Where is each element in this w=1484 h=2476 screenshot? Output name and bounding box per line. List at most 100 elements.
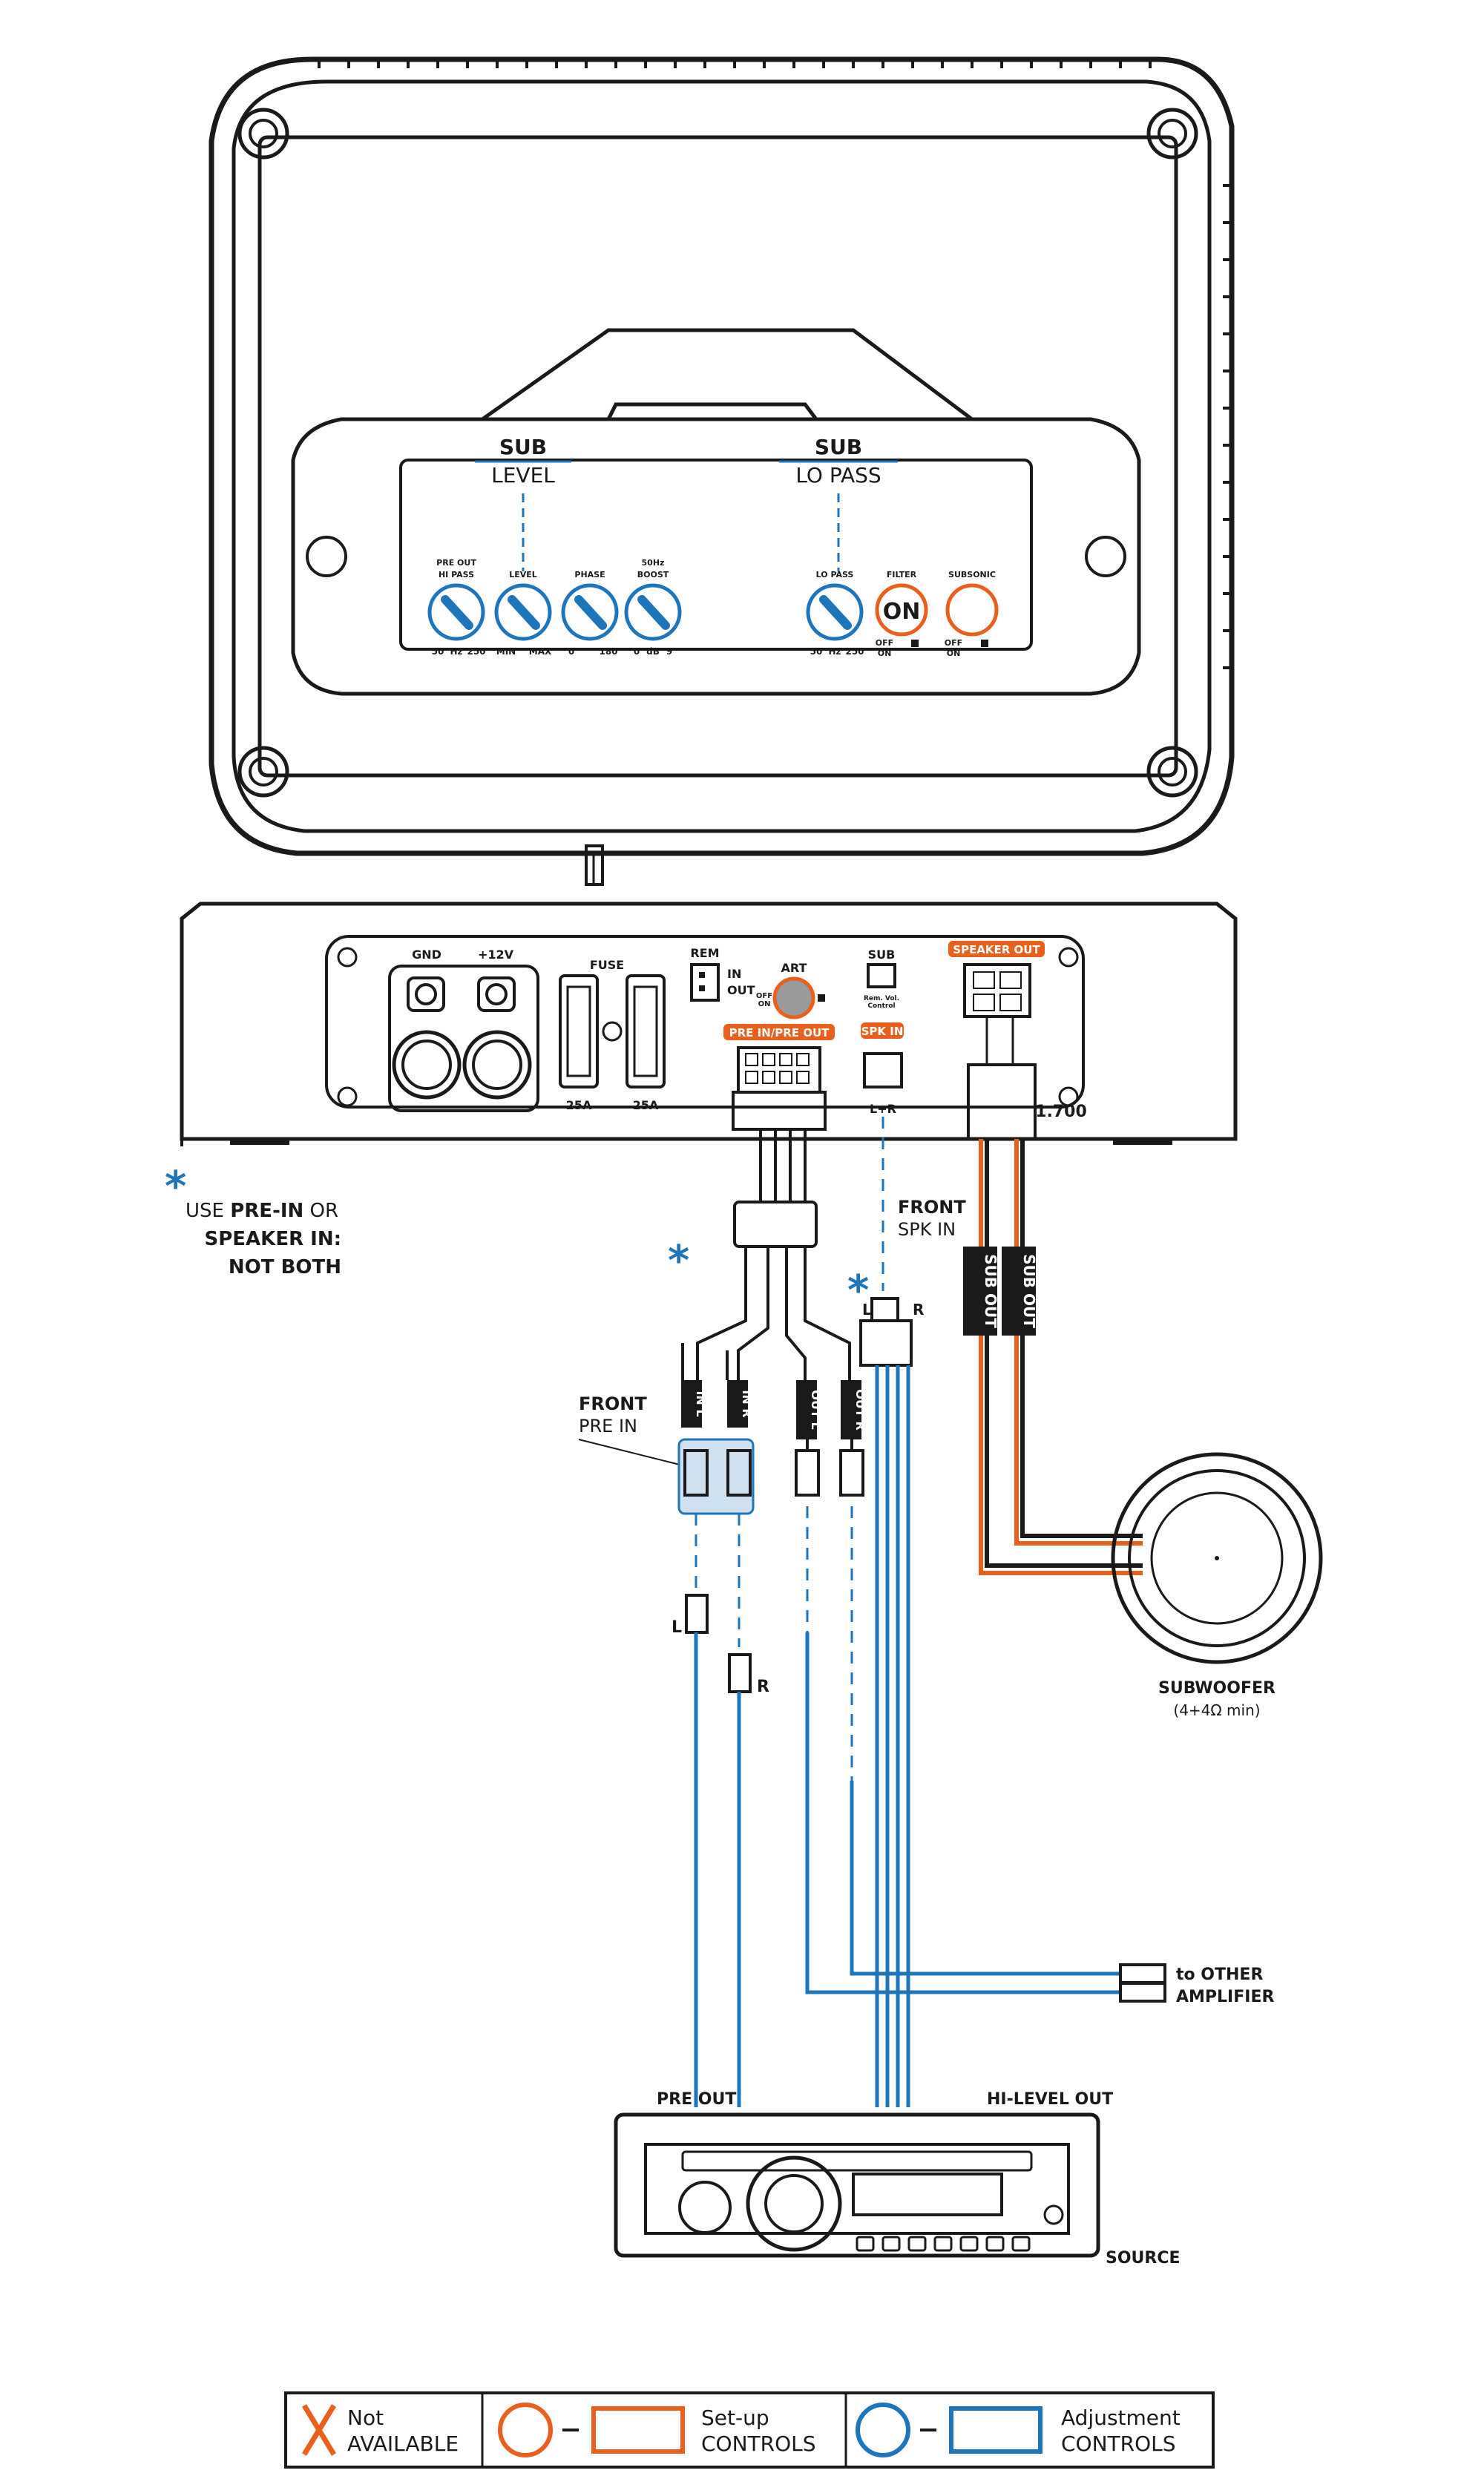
svg-text:L: L [672, 1618, 682, 1637]
knob-lo-pass[interactable]: LO PASS 50 Hz 250 [806, 570, 864, 657]
svg-text:50: 50 [432, 646, 444, 657]
setup-rect-icon [591, 2406, 685, 2454]
svg-text:L+R: L+R [870, 1102, 896, 1116]
svg-text:MAX: MAX [529, 646, 552, 657]
svg-text:ON: ON [947, 648, 961, 658]
pre-in-harness [681, 1091, 851, 1380]
svg-text:Set-up: Set-up [701, 2406, 769, 2430]
svg-text:OUT R: OUT R [853, 1389, 867, 1430]
svg-text:25A: 25A [633, 1098, 659, 1112]
note-pre-in-or-speaker-in: * USE PRE-IN OR SPEAKER IN: NOT BOTH * * [165, 1163, 869, 1315]
svg-text:NOT BOTH: NOT BOTH [229, 1256, 341, 1278]
art-switch[interactable] [772, 976, 815, 1019]
svg-text:PHASE: PHASE [574, 570, 605, 579]
fuse-block [559, 974, 666, 1088]
speaker-in-plug: L R [859, 1297, 924, 1367]
svg-text:IN L: IN L [694, 1390, 708, 1416]
svg-text:SPK IN: SPK IN [898, 1219, 956, 1240]
svg-text:ON: ON [878, 648, 892, 658]
front-spk-in-label: FRONT SPK IN [898, 1197, 966, 1240]
filter-value: ON [883, 599, 921, 625]
svg-text:USE PRE-IN OR: USE PRE-IN OR [186, 1200, 338, 1222]
svg-text:Rem. Vol.: Rem. Vol. [864, 995, 899, 1002]
svg-text:0: 0 [568, 646, 574, 657]
subwoofer-icon: SUBWOOFER (4+4Ω min) [1111, 1452, 1323, 1719]
knob-hi-pass[interactable]: PRE OUT HI PASS 50 Hz 250 [427, 558, 486, 657]
svg-text:250: 250 [845, 646, 864, 657]
legend: Not AVAILABLE Set-up CONTROLS Adjustment… [284, 2391, 1215, 2469]
svg-text:LO PASS: LO PASS [816, 570, 854, 579]
svg-text:Not: Not [347, 2406, 384, 2430]
rca-labels: IN L IN R OUT L OUT R [681, 1380, 867, 1439]
svg-text:50Hz: 50Hz [642, 558, 665, 568]
svg-text:SUBSONIC: SUBSONIC [948, 570, 996, 579]
svg-text:CONTROLS: CONTROLS [701, 2431, 816, 2456]
svg-text:9: 9 [666, 646, 672, 657]
svg-text:HI PASS: HI PASS [439, 570, 474, 579]
svg-text:*: * [847, 1267, 869, 1315]
svg-text:180: 180 [599, 646, 617, 657]
svg-text:FRONT: FRONT [579, 1393, 647, 1414]
svg-text:Hz: Hz [828, 646, 841, 657]
svg-text:+12V: +12V [478, 948, 514, 962]
svg-text:Control: Control [867, 1002, 895, 1010]
pre-in-out-connector [737, 1046, 821, 1094]
knob-phase[interactable]: PHASE 0 180 [561, 570, 619, 657]
svg-text:PRE IN/PRE OUT: PRE IN/PRE OUT [729, 1026, 830, 1040]
svg-text:MIN: MIN [496, 646, 516, 657]
amplifier-top-view [209, 56, 1235, 856]
svg-text:0: 0 [634, 646, 640, 657]
svg-text:OFF: OFF [876, 638, 893, 648]
sub-level-title: SUB [499, 435, 547, 459]
svg-text:OUT L: OUT L [809, 1390, 823, 1429]
side-panel-labels: GND +12V FUSE 25A 25A REM IN OUT ART OFF… [337, 941, 1087, 1140]
svg-text:SUBWOOFER: SUBWOOFER [1158, 1679, 1275, 1698]
setup-circle-icon [498, 2403, 553, 2457]
svg-text:GND: GND [412, 948, 441, 962]
sub-level-sub: LEVEL [491, 463, 555, 487]
svg-text:SOURCE: SOURCE [1106, 2249, 1181, 2268]
power-terminals [388, 965, 539, 1112]
subsonic-switch[interactable]: SUBSONIC OFF ON [945, 570, 999, 658]
svg-text:L: L [862, 1301, 872, 1319]
sub-lopass-sub: LO PASS [795, 463, 881, 487]
svg-text:SUB OUT: SUB OUT [1020, 1254, 1038, 1328]
sub-out-cables: SUB OUT SUB OUT [963, 1139, 1143, 1575]
svg-text:Hz: Hz [450, 646, 462, 657]
front-pre-in-box: FRONT PRE IN [578, 1393, 864, 1515]
svg-text:ART: ART [781, 961, 807, 975]
source-head-unit: PRE OUT HI-LEVEL OUT SOURCE [614, 2090, 1181, 2268]
svg-text:PRE IN: PRE IN [579, 1416, 637, 1436]
svg-text:OFF: OFF [756, 992, 772, 1000]
svg-text:R: R [757, 1678, 769, 1696]
svg-text:50: 50 [810, 646, 823, 657]
svg-text:REM: REM [690, 946, 719, 960]
knob-level[interactable]: LEVEL MIN MAX [494, 570, 552, 657]
control-labels: SUB LEVEL SUB LO PASS [475, 435, 898, 571]
svg-text:dB: dB [646, 646, 660, 657]
amplifier-end-view [180, 902, 1238, 1146]
svg-text:SUB OUT: SUB OUT [982, 1254, 999, 1328]
svg-text:FUSE: FUSE [590, 958, 624, 972]
svg-text:AMPLIFIER: AMPLIFIER [1176, 1988, 1274, 2006]
heatsink-fins [318, 59, 1232, 669]
svg-text:(4+4Ω min): (4+4Ω min) [1173, 1701, 1260, 1719]
svg-text:250: 250 [467, 646, 485, 657]
svg-text:SUB: SUB [868, 948, 896, 962]
knob-boost[interactable]: 50Hz BOOST 0 dB 9 [624, 558, 682, 657]
not-available-x-icon [302, 2404, 336, 2456]
svg-text:ON: ON [758, 1000, 771, 1008]
svg-text:to OTHER: to OTHER [1176, 1966, 1263, 1984]
svg-text:CONTROLS: CONTROLS [1061, 2431, 1176, 2456]
svg-text:25A: 25A [566, 1098, 592, 1112]
rca-plugs: L R [672, 1594, 769, 1696]
filter-switch[interactable]: FILTER ON OFF ON [875, 570, 928, 658]
svg-text:LEVEL: LEVEL [509, 570, 537, 579]
svg-text:IN R: IN R [740, 1390, 754, 1417]
svg-text:FILTER: FILTER [887, 570, 917, 579]
dashed-signal-lines [695, 1117, 884, 1781]
svg-text:OUT: OUT [727, 983, 755, 997]
svg-text:*: * [165, 1163, 186, 1211]
svg-text:PRE OUT: PRE OUT [657, 2090, 736, 2109]
